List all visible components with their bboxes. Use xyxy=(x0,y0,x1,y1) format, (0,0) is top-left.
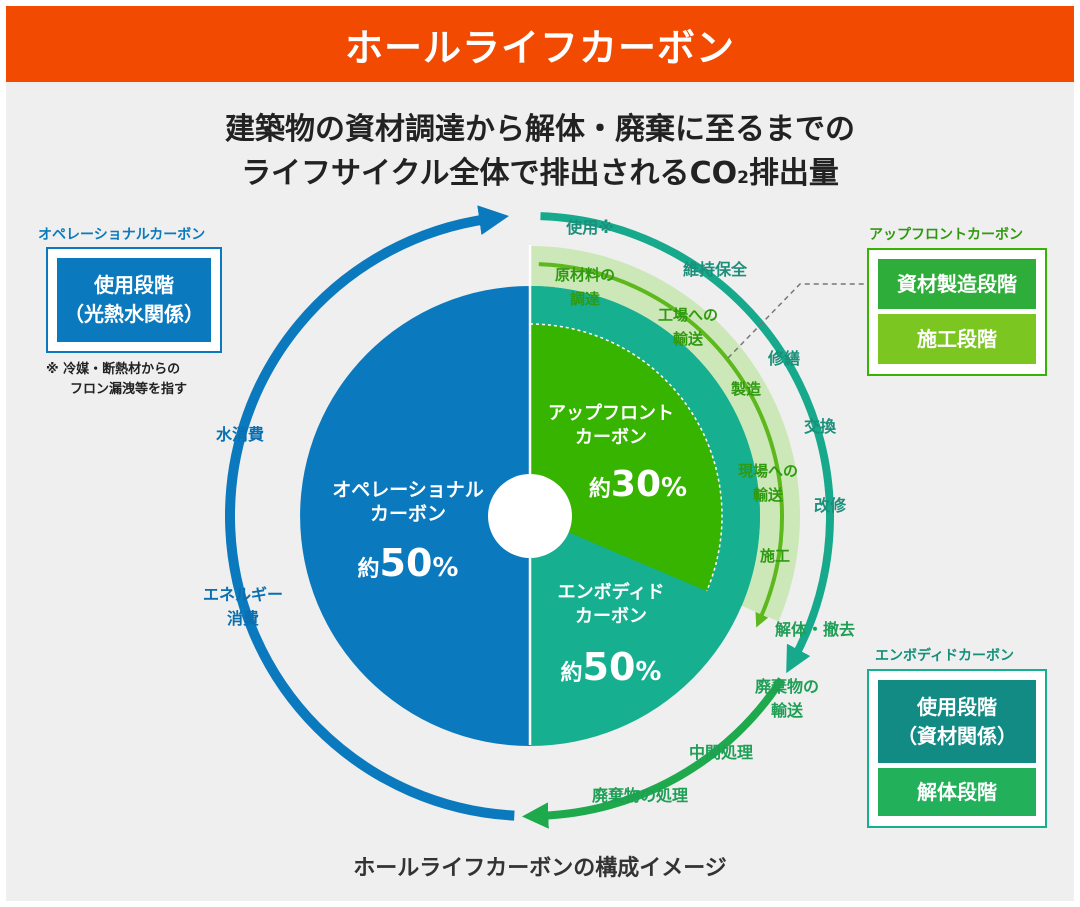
raw-material-label-line2: 調達 xyxy=(570,290,600,308)
upfront-panel-title: アップフロントカーボン xyxy=(869,227,1023,243)
material-manufacturing-box: 資材製造段階 xyxy=(878,259,1036,309)
embodied-box-line1: 使用段階 xyxy=(917,694,997,719)
manufacturing-label: 製造 xyxy=(730,380,761,398)
demolition-label: 解体・撤去 xyxy=(775,620,855,639)
subtitle-line-2: ライフサイクル全体で排出されるCO2排出量 xyxy=(0,148,1080,192)
operational-percentage: 約50% xyxy=(358,541,459,585)
page-title: ホールライフカーボン xyxy=(6,6,1074,82)
operational-box-line1: 使用段階 xyxy=(94,273,174,297)
use-stage-label: 使用※ xyxy=(565,218,614,237)
subtitle-line-2-post: 排出量 xyxy=(748,156,839,191)
upfront-process-arrow xyxy=(538,262,784,628)
operational-panel-title: オペレーショナルカーボン xyxy=(38,227,206,243)
upfront-carbon-sector xyxy=(530,324,722,592)
waste-disposal-label: 廃棄物の処理 xyxy=(592,786,688,805)
upfront-leader-line xyxy=(727,283,866,359)
repair-label: 修繕 xyxy=(767,349,800,368)
embodied-use-stage-box: 使用段階 （資材関係） xyxy=(878,680,1036,763)
note-line-1: ※ 冷媒・断熱材からの xyxy=(46,362,181,377)
energy-consumption-label-line2: 消費 xyxy=(227,609,259,628)
demolition-stage-box: 解体段階 xyxy=(878,768,1036,816)
construction-label: 施工 xyxy=(760,547,790,565)
raw-material-label-line1: 原材料の xyxy=(555,266,615,284)
construction-stage-box: 施工段階 xyxy=(878,314,1036,364)
subtitle-line-2-pre: ライフサイクル全体で排出される xyxy=(241,156,690,191)
embodied-panel-title: エンボディドカーボン xyxy=(875,648,1015,664)
upfront-boundary-dotted xyxy=(529,323,723,592)
energy-consumption-label-line1: エネルギー xyxy=(203,585,283,604)
waste-transport-label-line2: 輸送 xyxy=(771,701,804,720)
subtitle-line-1: 建築物の資材調達から解体・廃棄に至るまでの xyxy=(225,112,855,147)
renovate-label: 改修 xyxy=(814,496,847,515)
factory-transport-label-line1: 工場への xyxy=(658,306,718,324)
diagram-frame: ホールライフカーボン xyxy=(6,6,1074,901)
subtitle-co: CO xyxy=(689,156,738,191)
refrigerant-note: ※ 冷媒・断熱材からの フロン漏洩等を指す xyxy=(46,360,187,399)
replace-label: 交換 xyxy=(804,417,837,436)
site-transport-label-line1: 現場への xyxy=(738,462,798,480)
operational-box-line2: （光熱水関係） xyxy=(64,302,204,326)
embodied-box-line2: （資材関係） xyxy=(897,723,1017,748)
end-of-life-arrow xyxy=(522,677,785,829)
factory-transport-label-line2: 輸送 xyxy=(673,330,704,348)
operational-label-line2: カーボン xyxy=(370,503,446,525)
embodied-label-line1: エンボディド xyxy=(558,581,665,603)
upfront-label-line2: カーボン xyxy=(575,427,647,448)
upfront-label-line1: アップフロント xyxy=(548,402,674,424)
intermediate-processing-label: 中間処理 xyxy=(689,743,753,762)
site-transport-label-line2: 輸送 xyxy=(753,486,784,504)
note-line-2: フロン漏洩等を指す xyxy=(70,381,188,397)
waste-transport-label-line1: 廃棄物の xyxy=(755,677,819,696)
operational-carbon-sector xyxy=(300,286,530,746)
water-consumption-label: 水消費 xyxy=(216,425,264,444)
operational-cycle-arrow xyxy=(225,205,515,821)
upfront-percentage: 約30% xyxy=(589,464,687,505)
operational-use-stage-box: 使用段階 （光熱水関係） xyxy=(57,258,211,342)
operational-label-line1: オペレーショナル xyxy=(332,479,484,501)
diagram-caption: ホールライフカーボンの構成イメージ xyxy=(353,856,727,881)
maintenance-label: 維持保全 xyxy=(683,260,748,279)
embodied-label-line2: カーボン xyxy=(575,606,647,627)
subtitle-subscript: 2 xyxy=(737,168,749,188)
use-stage-arrow xyxy=(540,212,834,674)
embodied-percentage: 約50% xyxy=(561,645,662,689)
pie-center-hole xyxy=(488,474,572,558)
